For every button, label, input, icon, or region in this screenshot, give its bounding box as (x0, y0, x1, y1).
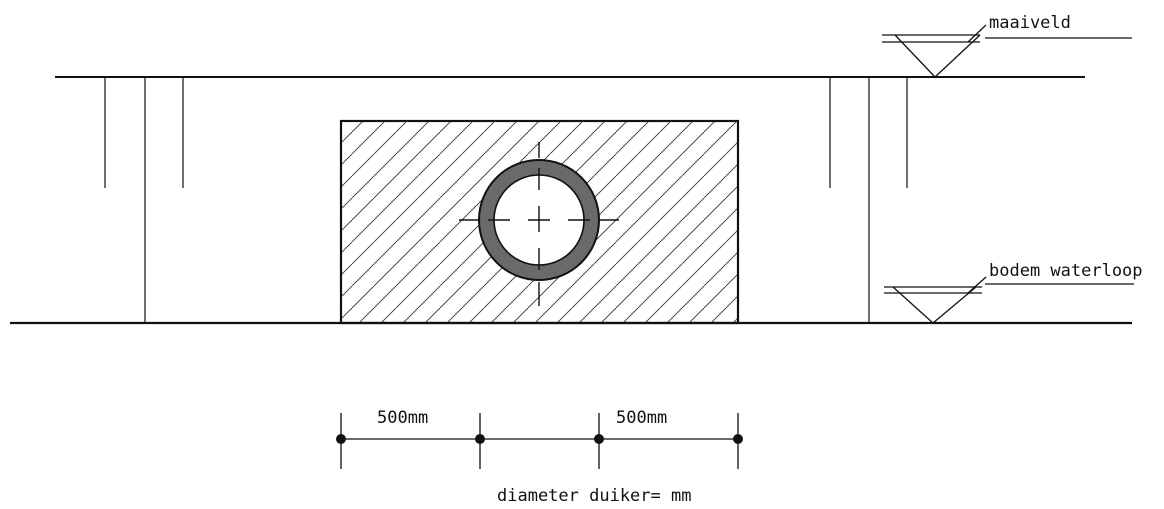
bottom-level-marker (884, 276, 1134, 324)
dimension-right-label: 500mm (616, 408, 667, 428)
right-wall-lines (829, 77, 908, 323)
ground-level-marker (882, 24, 1132, 78)
culvert-diameter-label: diameter duiker= mm (497, 486, 691, 506)
left-wall-lines (104, 77, 184, 323)
culvert-centerlines (459, 142, 619, 306)
ground-level-label: maaiveld (989, 13, 1071, 33)
dimension-dots (336, 434, 743, 444)
bottom-level-label: bodem waterloop (989, 261, 1143, 281)
dimension-left-label: 500mm (377, 408, 428, 428)
